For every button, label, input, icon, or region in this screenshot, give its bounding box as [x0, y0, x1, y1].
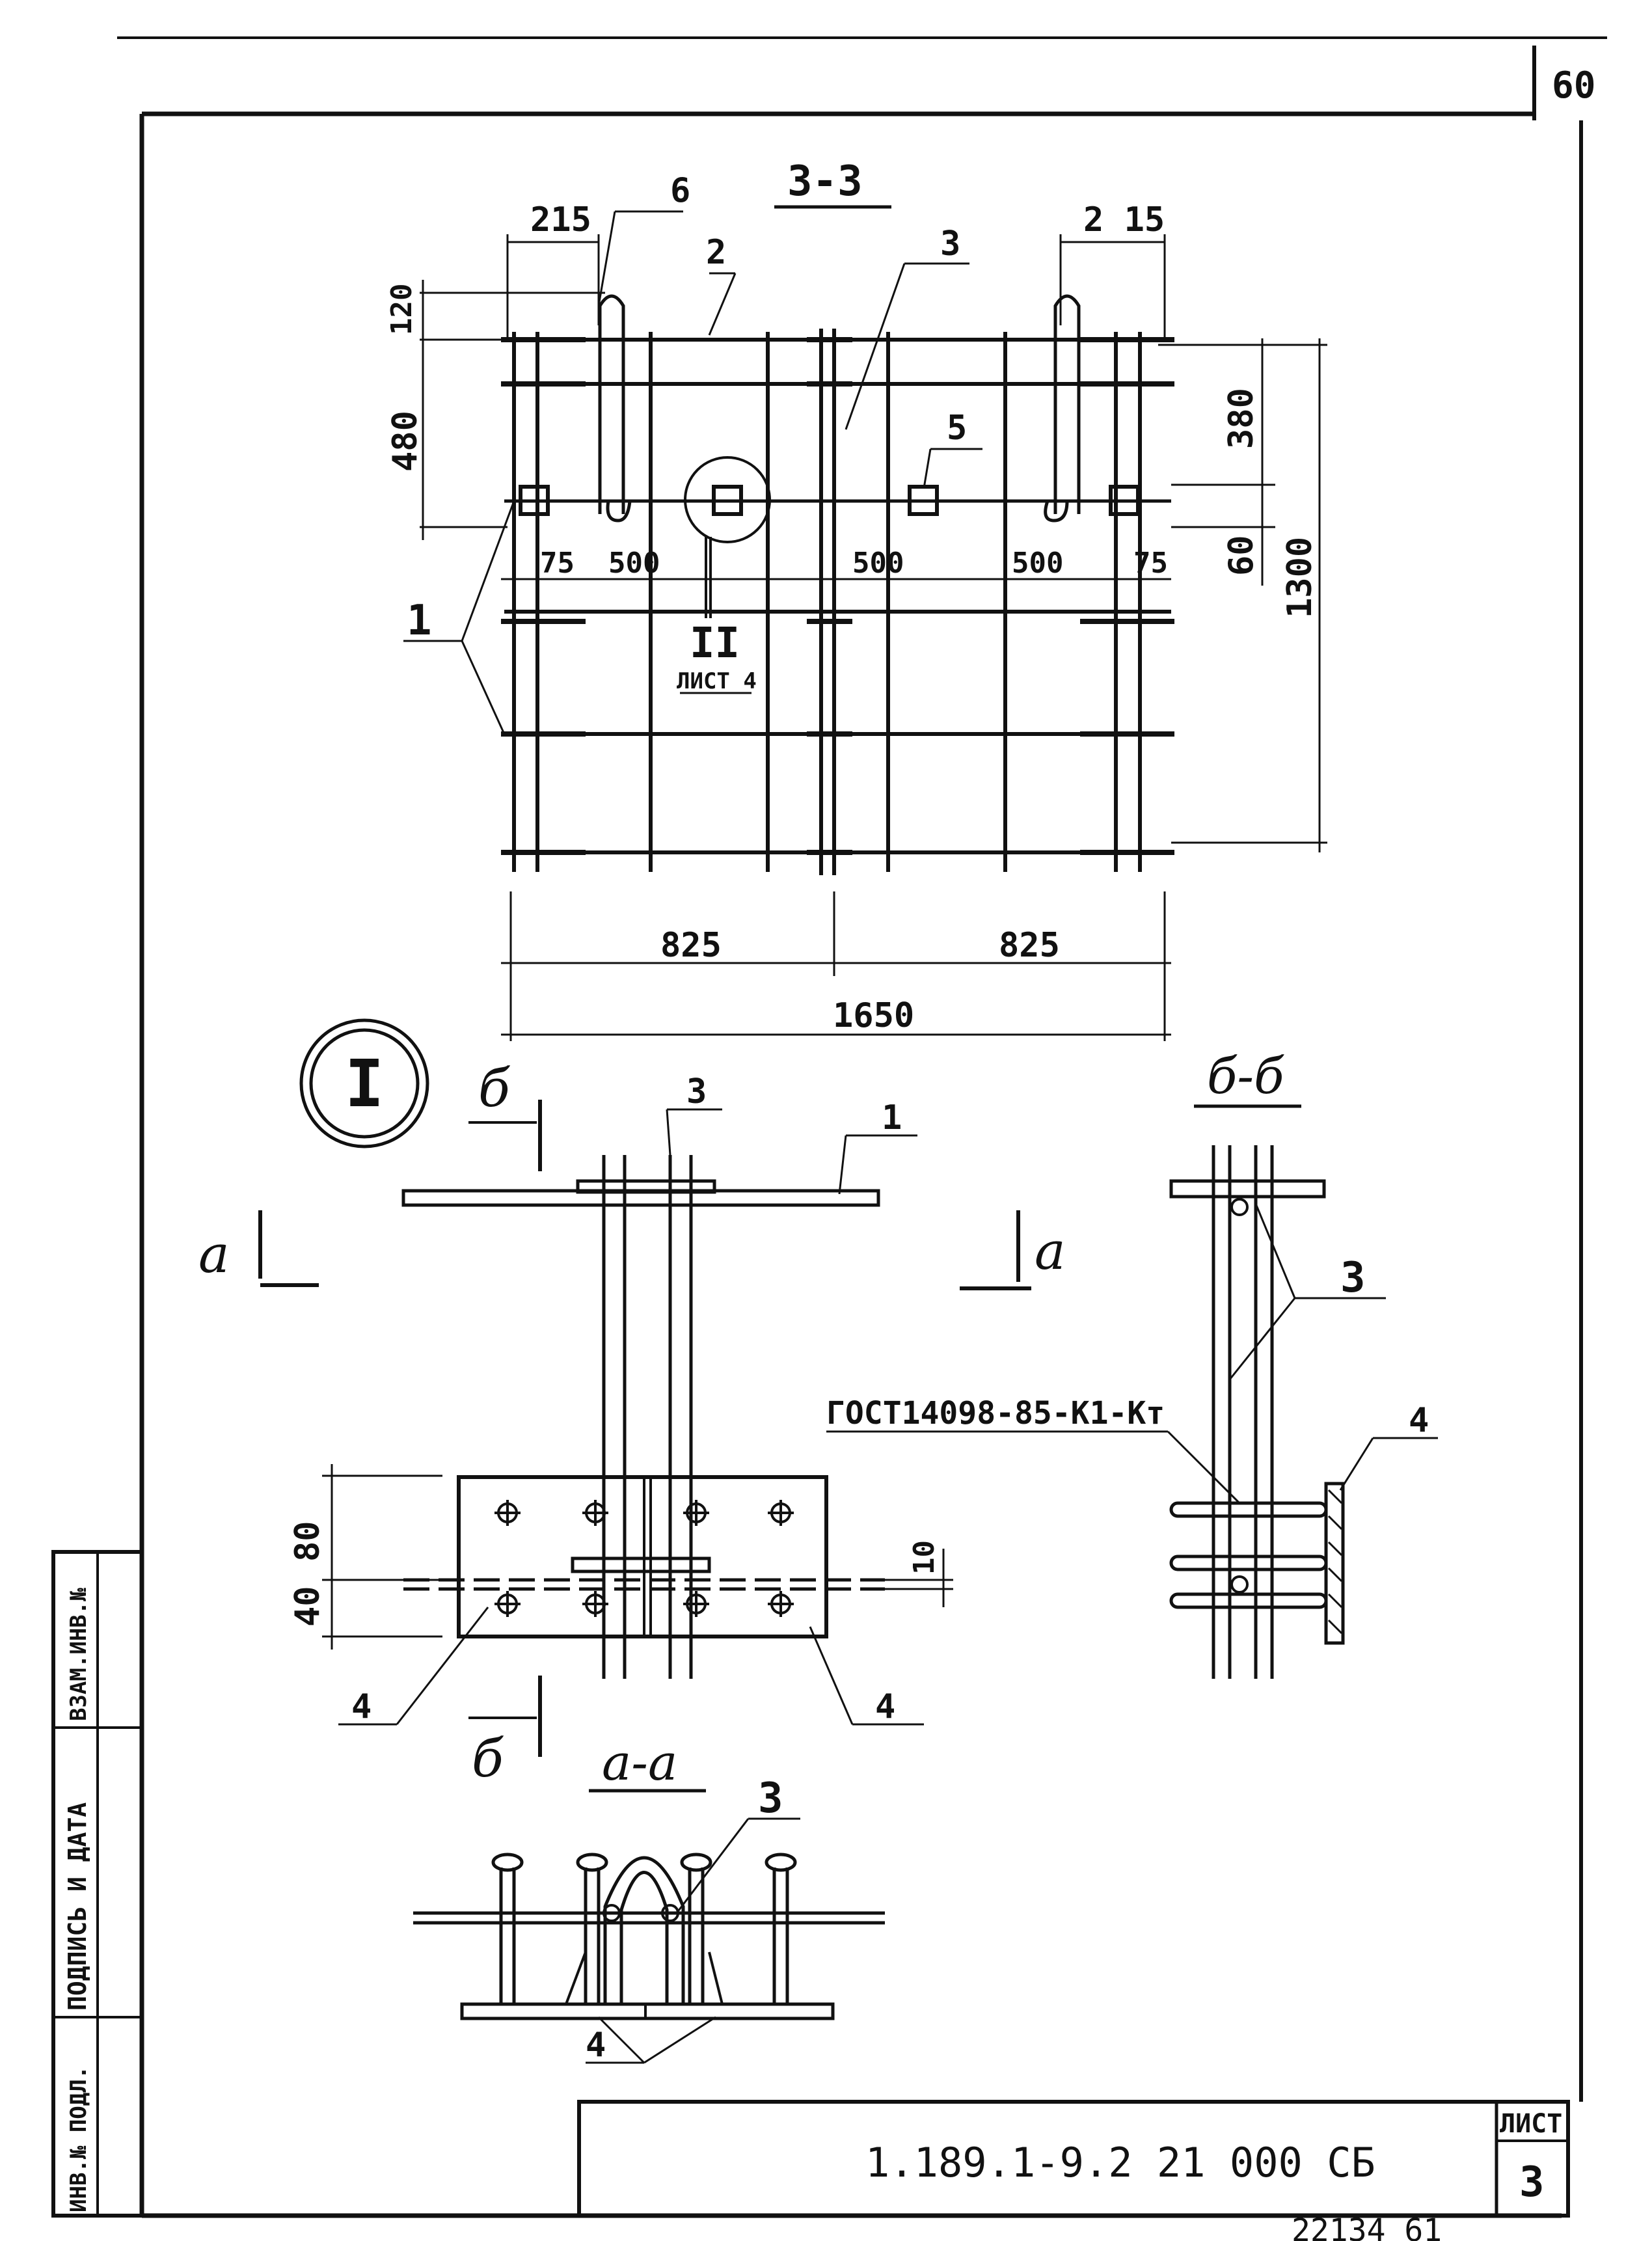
- sheet-label: ЛИСТ: [1500, 2109, 1562, 2139]
- detail-II-circle: [684, 456, 771, 543]
- dim-215-left: 215: [530, 200, 591, 239]
- side-stamp-text: ИНВ.№ ПОДЛ. ПОДПИСЬ И ДАТА ВЗАМ.ИНВ.№: [63, 1588, 92, 2212]
- sheet-number: 3: [1519, 2158, 1545, 2207]
- section-bb-labels: б-б 3 4 ГОСТ14098-85-К1-Кт: [826, 1047, 1429, 1440]
- lifting-loops: [598, 294, 1081, 523]
- dimension-lines: [420, 234, 1327, 1041]
- detail-I-callout-3: 3: [686, 1072, 707, 1111]
- detail-I-leaders: [338, 1108, 924, 1726]
- detail-I-labels: I б б а а 3 1 4 4 80 40 10: [198, 1046, 1066, 1789]
- callout-2: 2: [706, 233, 726, 272]
- dim-500-a: 500: [608, 547, 660, 580]
- dim-1300: 1300: [1280, 537, 1320, 618]
- stamp-signature-date: ПОДПИСЬ И ДАТА: [63, 1802, 92, 2011]
- dim-500-c: 500: [1012, 547, 1063, 580]
- detail-ref-sheet: ЛИСТ 4: [677, 668, 757, 694]
- section-aa-leaders: [586, 1817, 800, 2064]
- dim-825-left: 825: [660, 926, 722, 965]
- dim-40: 40: [288, 1586, 327, 1627]
- dim-480: 480: [386, 411, 425, 472]
- section-bb-leaders: [826, 1203, 1438, 1504]
- studs-side: [1169, 1501, 1328, 1609]
- detail-I-callout-1: 1: [882, 1098, 902, 1137]
- callout-5: 5: [947, 409, 967, 448]
- dim-825-right: 825: [999, 926, 1060, 965]
- section-aa: [413, 1789, 885, 2064]
- vertical-bars: [512, 329, 1142, 875]
- section-aa-title: а-а: [602, 1733, 677, 1791]
- gost-note: ГОСТ14098-85-К1-Кт: [826, 1395, 1165, 1432]
- detail-I-callout-4-right: 4: [875, 1687, 895, 1726]
- detail-I-dims: [322, 1464, 953, 1650]
- section-bb-title: б-б: [1207, 1047, 1284, 1105]
- plan-view: [403, 210, 1327, 1041]
- dim-75-left: 75: [540, 547, 575, 580]
- section-b-letter-bottom: б: [472, 1728, 504, 1789]
- stamp-inv-orig: ИНВ.№ ПОДЛ.: [66, 2066, 92, 2212]
- footer-number: 22134 61: [1292, 2212, 1442, 2241]
- plan-title: 3-3: [787, 157, 863, 206]
- dim-500-b: 500: [852, 547, 904, 580]
- callout-1: 1: [407, 597, 432, 645]
- detail-I-marker-inner: [309, 1028, 420, 1139]
- horizontal-bars: [504, 338, 1171, 854]
- studs-section: [491, 1853, 797, 2004]
- section-bb-callout-4: 4: [1409, 1401, 1429, 1440]
- detail-I: [258, 1018, 1031, 1757]
- section-a-letter-right: а: [1035, 1221, 1066, 1281]
- detail-I-callout-4-left: 4: [351, 1687, 372, 1726]
- detail-I-marker-outer: [299, 1018, 429, 1148]
- section-aa-callout-4: 4: [586, 2026, 606, 2065]
- dim-215-right: 2 15: [1083, 200, 1165, 239]
- dim-75-right: 75: [1133, 547, 1168, 580]
- detail-I-numeral: I: [345, 1046, 384, 1122]
- plan-view-labels: 3-3 215 2 15 120 480 380 60 1300 75 500 …: [385, 157, 1320, 1035]
- drawing-designation: 1.189.1-9.2 21 000 СБ: [865, 2139, 1375, 2186]
- section-aa-callout-3: 3: [758, 1774, 783, 1823]
- section-a-letter-left: а: [198, 1224, 230, 1284]
- dim-10: 10: [908, 1540, 941, 1575]
- page-corner-number: 60: [1552, 64, 1595, 107]
- leader-lines: [403, 210, 982, 735]
- dim-120: 120: [385, 284, 418, 335]
- callout-3: 3: [940, 224, 960, 264]
- studs: [494, 1500, 794, 1617]
- section-b-letter-top: б: [478, 1058, 511, 1119]
- dim-60: 60: [1222, 535, 1261, 576]
- callout-6: 6: [670, 171, 690, 210]
- section-bb-callout-3: 3: [1340, 1254, 1366, 1302]
- detail-ref-numeral: II: [690, 619, 740, 668]
- stamp-replacement-inv: ВЗАМ.ИНВ.№: [66, 1588, 92, 1721]
- bar-ticks: [501, 337, 1174, 855]
- section-aa-labels: а-а 3 4: [586, 1733, 783, 2065]
- dim-80: 80: [288, 1521, 327, 1562]
- dim-380: 380: [1222, 388, 1261, 449]
- sheet-frame: [51, 36, 1607, 2218]
- section-bb: [826, 1104, 1438, 1679]
- dim-1650: 1650: [833, 996, 914, 1035]
